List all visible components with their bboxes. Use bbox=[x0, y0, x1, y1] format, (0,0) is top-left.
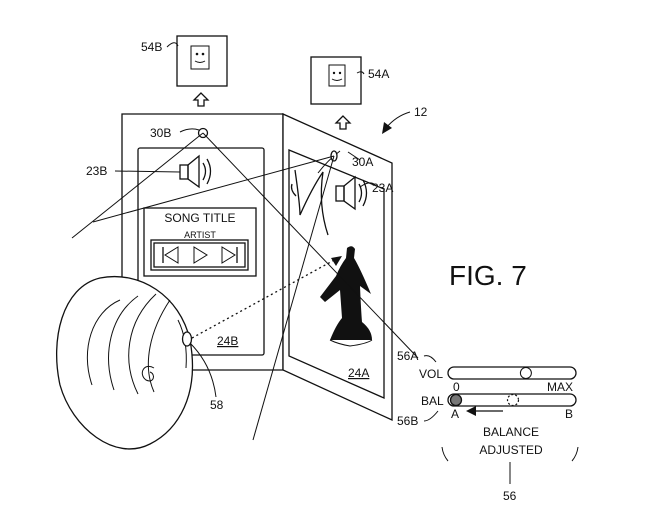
ref-54b: 54B bbox=[141, 40, 162, 54]
balance-arrow-icon bbox=[466, 406, 476, 416]
volume-slider[interactable] bbox=[447, 366, 577, 380]
volume-slider-thumb[interactable] bbox=[519, 367, 532, 379]
song-title: SONG TITLE bbox=[164, 211, 235, 225]
left-screen bbox=[137, 147, 265, 356]
ref-23b: 23B bbox=[86, 164, 107, 178]
displayed-image bbox=[290, 150, 373, 347]
volume-label: VOL bbox=[419, 367, 443, 381]
detached-display-54a bbox=[310, 56, 362, 105]
artist-name: ARTIST bbox=[184, 230, 216, 240]
camera-sight-lines bbox=[71, 132, 419, 441]
music-player-widget bbox=[143, 207, 257, 277]
gaze-arrowhead bbox=[331, 256, 342, 266]
speaker-23a-icon bbox=[335, 175, 368, 211]
ref-24b: 24B bbox=[217, 334, 238, 348]
next-track-button[interactable] bbox=[221, 246, 238, 264]
balance-slider-thumb[interactable] bbox=[449, 393, 463, 407]
volume-min-label: 0 bbox=[453, 380, 460, 394]
detached-display-54b bbox=[176, 35, 228, 87]
pointer-arrow-icon bbox=[382, 111, 411, 134]
ref-23a: 23A bbox=[372, 181, 393, 195]
play-button[interactable] bbox=[193, 246, 208, 264]
ref-56: 56 bbox=[503, 489, 517, 503]
balance-previous-position bbox=[506, 393, 520, 407]
balance-label: BAL bbox=[421, 394, 444, 408]
figure-title: FIG. 7 bbox=[449, 260, 527, 291]
ref-56b: 56B bbox=[397, 414, 418, 428]
ref-12: 12 bbox=[414, 105, 428, 119]
volume-max-label: MAX bbox=[547, 380, 573, 394]
balance-a-label: A bbox=[451, 407, 459, 421]
reference-leaders bbox=[114, 42, 439, 422]
balance-b-label: B bbox=[565, 407, 573, 421]
caption-line-1: BALANCE bbox=[483, 425, 539, 439]
up-arrow-icon bbox=[192, 92, 210, 107]
user-ear bbox=[181, 331, 193, 347]
ref-30b: 30B bbox=[150, 126, 171, 140]
caption-line-2: ADJUSTED bbox=[479, 443, 543, 457]
balance-slider[interactable] bbox=[447, 393, 577, 416]
ref-30a: 30A bbox=[352, 155, 373, 169]
controls-bracket bbox=[441, 446, 579, 484]
up-arrow-icon bbox=[334, 115, 352, 130]
ref-24a: 24A bbox=[348, 366, 369, 380]
ref-58: 58 bbox=[210, 398, 224, 412]
ref-54a: 54A bbox=[368, 67, 389, 81]
previous-track-button[interactable] bbox=[162, 246, 179, 264]
user-head bbox=[56, 276, 194, 450]
ref-56a: 56A bbox=[397, 349, 418, 363]
right-screen bbox=[288, 149, 385, 399]
